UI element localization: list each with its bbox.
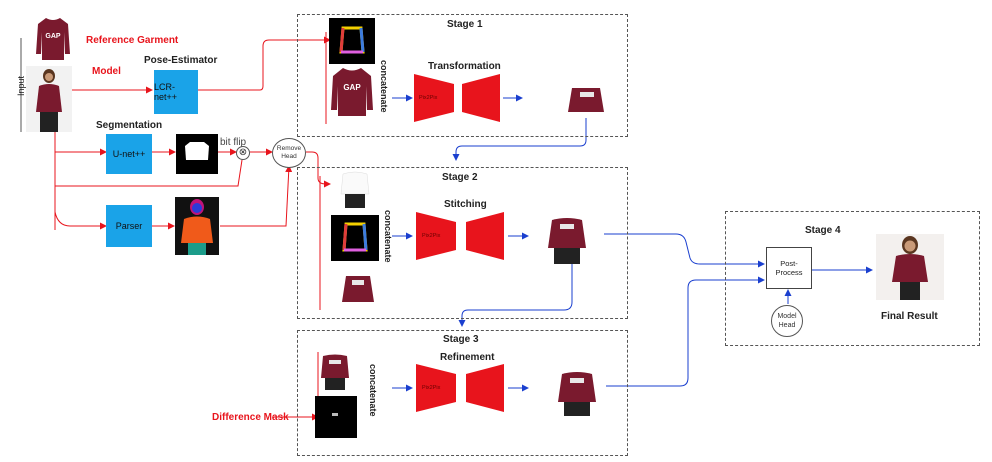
stage-1-garment-image: GAP [329, 64, 375, 118]
stage-1-output-image [564, 82, 608, 118]
pix2pix-network-2 [416, 212, 504, 260]
reference-garment-label: Reference Garment [86, 35, 179, 46]
stage-4-panel [725, 211, 980, 346]
stage-3-concatenate-label: concatenate [368, 364, 378, 417]
model-image [26, 66, 72, 132]
stage-3-stitched-image [318, 352, 352, 390]
model-head-node: Model Head [771, 305, 803, 337]
segmentation-mask-image [176, 134, 218, 174]
stage-3-difference-mask-image [315, 396, 357, 438]
stage-3-network-label: Pix2Pix [422, 385, 441, 391]
stage-1-title: Stage 1 [447, 19, 483, 30]
pose-net-box: LCR-net++ [154, 70, 198, 114]
stage-2-warped-garment-image [340, 272, 376, 306]
parser-box: Parser [106, 205, 152, 247]
stage-4-title: Stage 4 [805, 225, 841, 236]
input-label: Input [16, 75, 26, 96]
svg-text:GAP: GAP [45, 33, 61, 40]
remove-head-node: Remove Head [272, 138, 306, 168]
stage-3-output-image [554, 368, 600, 416]
reference-garment-image: GAP [34, 14, 72, 64]
stage-2-headless-model-image [337, 168, 373, 208]
stage-1-panel [297, 14, 628, 137]
pose-estimator-title: Pose-Estimator [144, 55, 218, 66]
stage-3-panel [297, 330, 628, 456]
final-result-image [876, 234, 944, 300]
bit-flip-operator: ⊗ [236, 146, 250, 160]
final-result-label: Final Result [881, 311, 938, 322]
pix2pix-network-1 [414, 74, 500, 122]
stage-2-op-title: Stitching [444, 199, 487, 210]
stage-3-op-title: Refinement [440, 352, 495, 363]
segmentation-title: Segmentation [96, 120, 163, 131]
difference-mask-label: Difference Mask [212, 412, 289, 423]
stage-2-output-image [544, 214, 590, 264]
stage-1-concatenate-label: concatenate [379, 60, 389, 113]
pix2pix-network-3 [416, 364, 504, 412]
model-label: Model [92, 66, 121, 77]
stage-2-pose-image [331, 215, 379, 261]
unet-box: U-net++ [106, 134, 152, 174]
stage-2-concatenate-label: concatenate [383, 210, 393, 263]
bit-flip-label: bit flip [220, 137, 247, 148]
stage-1-pose-image [329, 18, 375, 64]
stage-1-op-title: Transformation [428, 61, 501, 72]
stage-2-network-label: Pix2Pix [422, 233, 441, 239]
stage-1-network-label: Pix2Pix [419, 95, 438, 101]
parse-map-image [175, 197, 219, 255]
svg-text:GAP: GAP [343, 83, 361, 92]
stage-2-panel [297, 167, 628, 319]
post-process-box: Post-Process [766, 247, 812, 289]
stage-3-title: Stage 3 [443, 334, 479, 345]
stage-2-title: Stage 2 [442, 172, 478, 183]
